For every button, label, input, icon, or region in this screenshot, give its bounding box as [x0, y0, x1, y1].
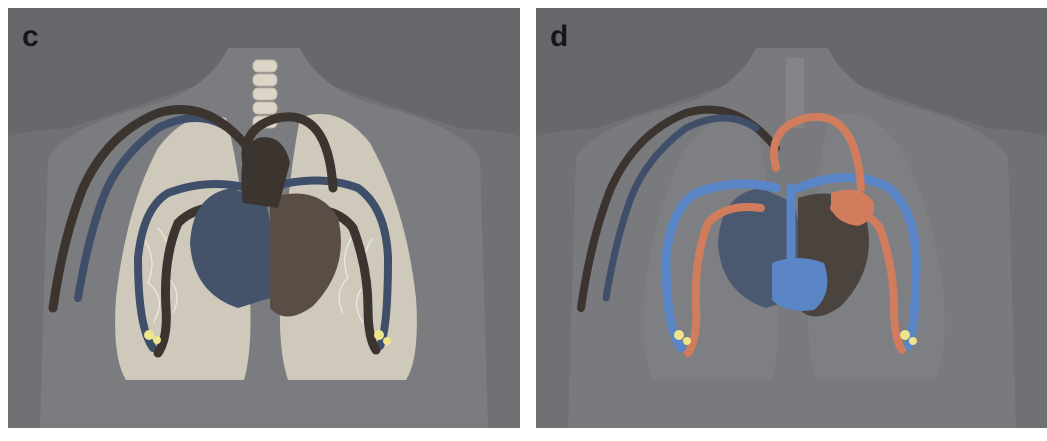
panel-d: d — [536, 8, 1047, 428]
diagram-d — [536, 8, 1047, 428]
panel-label-c: c — [22, 20, 39, 54]
panel-label-d: d — [550, 20, 568, 54]
diagram-c — [8, 8, 520, 428]
panel-c: c — [8, 8, 520, 428]
blood-filled-chamber — [772, 258, 827, 311]
